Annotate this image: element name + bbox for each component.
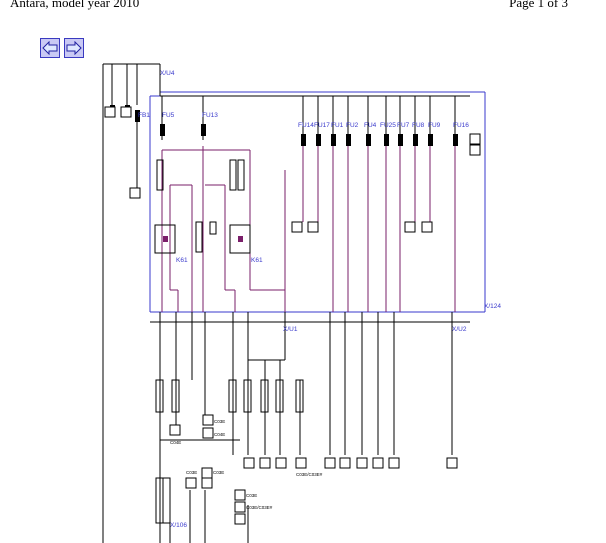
pin-label-5: C03E <box>213 470 224 475</box>
fuse-fu17-label: FU17 <box>314 122 330 129</box>
fuse-fu13-label: FU13 <box>202 112 218 119</box>
page-indicator: Page 1 of 3 <box>509 0 568 10</box>
fuse-fu4-label: FU4 <box>364 122 377 129</box>
connector-top-label: X/U4 <box>160 70 175 77</box>
pin-label-8: C03E/C03E# <box>296 472 323 477</box>
fuse-fu14-label: FU14 <box>298 122 314 129</box>
fuse-fu25-label: FU25 <box>380 122 396 129</box>
connector-bottom-label: X/106 <box>170 522 187 529</box>
box-connector-label: X/124 <box>484 303 501 310</box>
fuse-fu1-label: FU1 <box>331 122 344 129</box>
pin-label-2: C03E <box>214 419 225 424</box>
arrow-left-icon <box>42 41 58 55</box>
arrow-right-icon <box>66 41 82 55</box>
pin-label-1: C04E <box>170 440 181 445</box>
forward-button[interactable] <box>64 38 84 58</box>
pin-label-7: C03E/C03E# <box>246 505 273 510</box>
fuse-fu9-label: FU9 <box>428 122 441 129</box>
document-title: Antara, model year 2010 <box>10 0 140 10</box>
pin-label-3: C04E <box>214 432 225 437</box>
connector-xu1-label: X/U1 <box>283 326 298 333</box>
back-button[interactable] <box>40 38 60 58</box>
fuse-fu7-label: FU7 <box>397 122 410 129</box>
relay-right-label: K61 <box>251 257 263 264</box>
fuse-fb1-label: FB1 <box>138 112 150 119</box>
fuse-fu16-label: FU16 <box>453 122 469 129</box>
relay-left-label: K61 <box>176 257 188 264</box>
fuse-fu5-label: FU5 <box>162 112 175 119</box>
connector-xu2-label: X/U2 <box>452 326 467 333</box>
pin-label-4: C03E <box>186 470 197 475</box>
fuse-fu2-label: FU2 <box>346 122 359 129</box>
pin-label-6: C03E <box>246 493 257 498</box>
fuse-fu8-label: FU8 <box>412 122 425 129</box>
